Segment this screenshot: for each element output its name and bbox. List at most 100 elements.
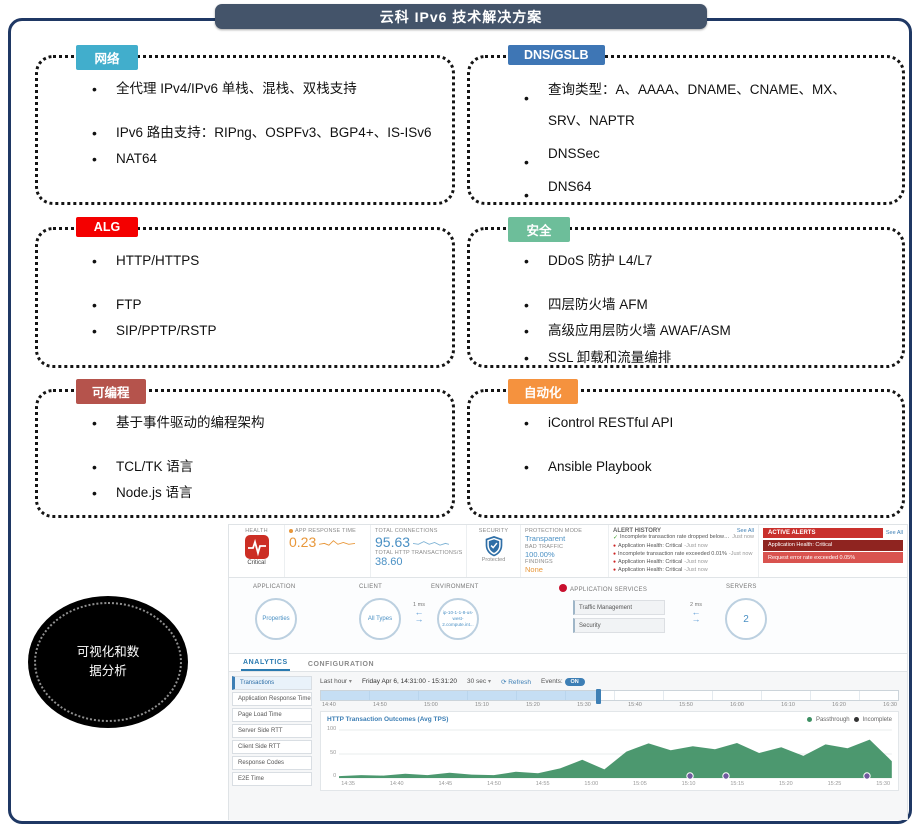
bullet-item: SIP/PPTP/RSTP (90, 322, 434, 341)
topology-header-application: APPLICATION (253, 584, 296, 590)
alert-history-panel: ALERT HISTORY See All ✓ Incomplete trans… (609, 525, 759, 577)
timeline-tick-labels: 14:40 14:50 15:00 15:10 15:20 15:30 15:4… (322, 702, 897, 708)
feature-box-dns-gslb-list: 查询类型：A、AAAA、DNAME、CNAME、MX、SRV、NAPTR DNS… (470, 58, 902, 211)
interval-dropdown[interactable]: 30 sec ▾ (466, 678, 491, 685)
health-critical-icon (244, 535, 269, 559)
client-latency-arrows: 1 ms ←→ (403, 602, 435, 624)
sidebar-item-server-side-rtt[interactable]: Server Side RTT (232, 724, 312, 738)
environment-node[interactable]: ip-10-1-1-8-us-west-2.compute.int... (437, 598, 479, 640)
feature-box-alg-label: ALG (76, 217, 138, 237)
analytics-toolbar: Last hour ▾ Friday Apr 6, 14:31:00 - 15:… (320, 675, 899, 688)
chevron-down-icon: ▾ (487, 679, 491, 685)
app-response-time-label: APP RESPONSE TIME (289, 528, 366, 534)
protection-mode-value: Transparent (525, 534, 566, 543)
feature-box-alg: ALG HTTP/HTTPS FTP SIP/PPTP/RSTP (35, 217, 455, 368)
total-http-transactions-value: 38.60 (375, 555, 403, 568)
critical-dot-icon: ● (613, 566, 617, 573)
health-metric: HEALTH Critical (229, 525, 285, 577)
date-range-label: Friday Apr 6, 14:31:00 - 15:31:20 (361, 678, 457, 685)
visualization-ellipse: 可视化和数据分析 (28, 596, 188, 728)
tab-analytics[interactable]: ANALYTICS (241, 659, 290, 671)
slide-title-banner: 云科 IPv6 技术解决方案 (215, 4, 707, 29)
active-alerts-title: ACTIVE ALERTS (763, 528, 883, 538)
bullet-item: 查询类型：A、AAAA、DNAME、CNAME、MX、SRV、NAPTR (522, 74, 884, 136)
orange-dot-icon (289, 528, 293, 533)
active-alert-row: Request error rate exceeded 0.05% (763, 552, 903, 563)
connections-metric: TOTAL CONNECTIONS 95.63 TOTAL HTTP TRANS… (371, 525, 467, 577)
protection-mode-label: PROTECTION MODE (525, 528, 583, 534)
protection-metric: PROTECTION MODE Transparent BAD TRAFFIC … (521, 525, 609, 577)
security-label: SECURITY (478, 528, 509, 534)
bullet-item: DDoS 防护 L4/L7 (522, 252, 884, 271)
time-range-selector[interactable]: 14:40 14:50 15:00 15:10 15:20 15:30 15:4… (320, 689, 899, 708)
feature-box-alg-list: HTTP/HTTPS FTP SIP/PPTP/RSTP (38, 230, 452, 342)
analytics-sidebar: Transactions Application Response Time P… (229, 672, 315, 820)
bad-traffic-label: BAD TRAFFIC (525, 543, 564, 550)
alert-history-see-all-link[interactable]: See All (736, 528, 754, 534)
server-latency-label: 2 ms (690, 602, 702, 608)
security-shield-icon (485, 536, 502, 557)
timeline-handle[interactable] (595, 689, 601, 704)
client-node[interactable]: All Types (359, 598, 401, 640)
bullet-item: IPv6 路由支持：RIPng、OSPFv3、BGP4+、IS-ISv6 (90, 124, 434, 143)
active-alerts-see-all-link[interactable]: See All (885, 530, 903, 536)
bad-traffic-value: 100.00% (525, 549, 555, 559)
alert-history-row: ● Application Health: Critical -Just now (613, 566, 708, 573)
refresh-button[interactable]: ⟳ Refresh (500, 678, 531, 686)
bullet-item: iControl RESTful API (522, 414, 884, 433)
critical-dot-icon: ● (613, 551, 617, 558)
feature-box-programmable-label: 可编程 (76, 379, 146, 404)
topology-header-client: CLIENT (359, 584, 383, 590)
sidebar-item-client-side-rtt[interactable]: Client Side RTT (232, 740, 312, 754)
events-on-pill[interactable]: ON (564, 678, 585, 686)
feature-box-security: 安全 DDoS 防护 L4/L7 四层防火墙 AFM 高级应用层防火墙 AWAF… (467, 217, 905, 368)
bullet-item: DNS64 (522, 171, 884, 211)
timeline-band[interactable] (320, 689, 899, 704)
alert-history-row: ● Application Health: Critical -Just now (613, 542, 708, 550)
client-latency-label: 1 ms (413, 602, 425, 608)
feature-box-dns-gslb: DNS/GSLB 查询类型：A、AAAA、DNAME、CNAME、MX、SRV、… (467, 45, 905, 211)
feature-box-dns-gslb-label: DNS/GSLB (508, 45, 605, 65)
analytics-main: Last hour ▾ Friday Apr 6, 14:31:00 - 15:… (315, 672, 907, 820)
alert-history-title: ALERT HISTORY (613, 528, 662, 534)
bullet-item: 全代理 IPv4/IPv6 单栈、混栈、双栈支持 (90, 80, 434, 99)
analytics-dashboard: HEALTH Critical APP RESPONSE TIME 0.23 T… (228, 524, 908, 820)
sidebar-item-transactions[interactable]: Transactions (232, 676, 312, 690)
tab-configuration[interactable]: CONFIGURATION (307, 661, 375, 668)
range-dropdown[interactable]: Last hour ▾ (320, 678, 352, 685)
security-metric: SECURITY Protected (467, 525, 521, 577)
findings-value: None (525, 565, 543, 575)
sidebar-item-application-response-time[interactable]: Application Response Time (232, 692, 312, 706)
bullet-item: HTTP/HTTPS (90, 252, 434, 271)
bullet-item: 基于事件驱动的编程架构 (90, 414, 434, 433)
active-alerts-panel: ACTIVE ALERTS See All Application Health… (759, 525, 907, 577)
sidebar-item-e2e-time[interactable]: E2E Time (232, 772, 312, 786)
ellipse-dotted-ring (34, 602, 182, 722)
service-traffic-management[interactable]: Traffic Management (573, 600, 665, 615)
feature-box-security-label: 安全 (508, 217, 570, 242)
metrics-bar: HEALTH Critical APP RESPONSE TIME 0.23 T… (229, 525, 907, 578)
service-security[interactable]: Security (573, 618, 665, 633)
connections-sparkline (413, 540, 450, 546)
sidebar-item-page-load-time[interactable]: Page Load Time (232, 708, 312, 722)
bullet-item: SSL 卸载和流量编排 (522, 349, 884, 368)
tps-chart-svg (339, 729, 892, 780)
response-time-sparkline (319, 539, 356, 546)
alert-history-row: ● Application Health: Critical -Just now (613, 558, 708, 565)
bullet-item: NAT64 (90, 150, 434, 169)
chart-x-axis: 14:35 14:40 14:45 14:50 14:55 15:00 15:0… (341, 781, 890, 787)
total-http-transactions-label: TOTAL HTTP TRANSACTIONS/S (375, 549, 463, 556)
app-response-time-value: 0.23 (289, 534, 317, 550)
feature-box-programmable-list: 基于事件驱动的编程架构 TCL/TK 语言 Node.js 语言 (38, 392, 452, 504)
feature-box-automation: 自动化 iControl RESTful API Ansible Playboo… (467, 379, 905, 518)
sidebar-item-response-codes[interactable]: Response Codes (232, 756, 312, 770)
arrow-left-icon: ← (414, 607, 424, 617)
application-node[interactable]: Properties (255, 598, 297, 640)
events-toggle[interactable]: Events: ON (541, 678, 585, 686)
servers-node[interactable]: 2 (725, 598, 767, 640)
bullet-item: Node.js 语言 (90, 484, 434, 503)
feature-box-automation-label: 自动化 (508, 379, 578, 404)
timeline-selection[interactable] (321, 691, 598, 700)
visualization-ellipse-label: 可视化和数据分析 (76, 644, 140, 678)
